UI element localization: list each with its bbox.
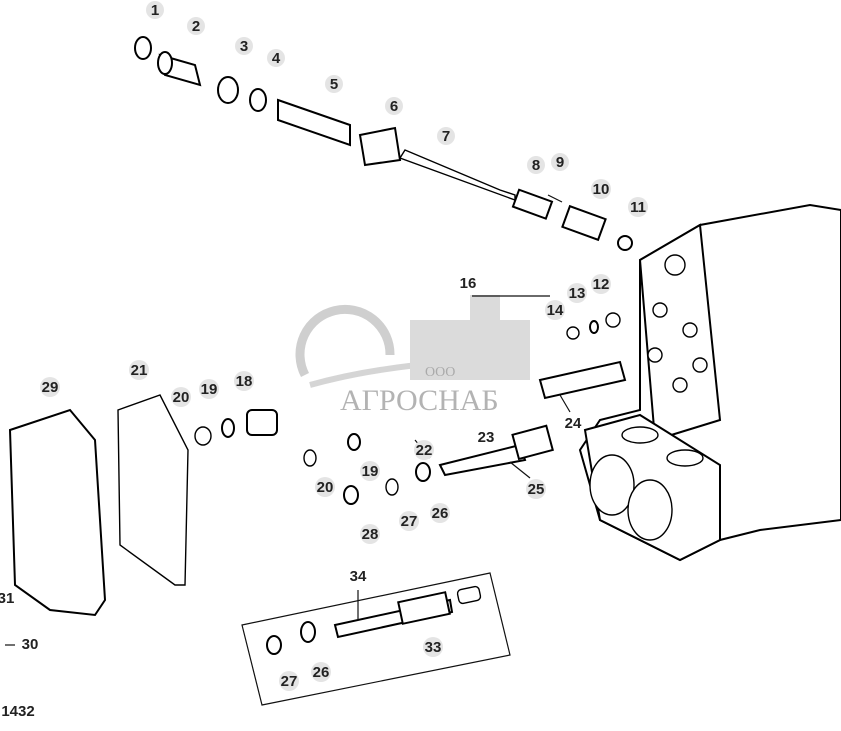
svg-text:33: 33 [425, 639, 442, 656]
middle-parts [194, 312, 627, 505]
svg-text:9: 9 [556, 154, 564, 171]
callout-7: 7 [437, 127, 455, 145]
svg-text:26: 26 [432, 505, 449, 522]
svg-text:34: 34 [350, 568, 367, 585]
callout-30: 30 [22, 636, 39, 653]
callout-33: 33 [423, 637, 443, 657]
svg-text:24: 24 [565, 415, 582, 432]
svg-text:21: 21 [131, 362, 148, 379]
svg-text:16: 16 [460, 275, 477, 292]
svg-text:8: 8 [532, 157, 540, 174]
callout-26a: 26 [430, 503, 450, 523]
svg-text:12: 12 [593, 276, 610, 293]
callout-14: 14 [545, 300, 565, 320]
callout-5: 5 [325, 75, 343, 93]
callout-16: 16 [460, 275, 477, 292]
svg-text:22: 22 [416, 442, 433, 459]
svg-text:20: 20 [317, 479, 334, 496]
callout-19b: 19 [360, 461, 380, 481]
callout-27a: 27 [399, 511, 419, 531]
callout-29: 29 [40, 377, 60, 397]
callout-9: 9 [551, 153, 569, 171]
callout-20a: 20 [171, 387, 191, 407]
watermark-prefix: ООО [425, 365, 455, 380]
callout-28: 28 [360, 524, 380, 544]
callout-13: 13 [567, 283, 587, 303]
callout-20b: 20 [315, 477, 335, 497]
callout-6: 6 [385, 97, 403, 115]
callout-23: 23 [478, 429, 495, 446]
svg-text:2: 2 [192, 18, 200, 35]
svg-text:27: 27 [281, 673, 298, 690]
cover-plate [8, 408, 107, 617]
svg-text:26: 26 [313, 664, 330, 681]
callout-19a: 19 [199, 379, 219, 399]
top-parts [134, 36, 633, 251]
svg-text:14: 14 [547, 302, 564, 319]
svg-text:3: 3 [240, 38, 248, 55]
svg-text:5: 5 [330, 76, 338, 93]
callout-27b: 27 [279, 671, 299, 691]
svg-text:29: 29 [42, 379, 59, 396]
svg-text:13: 13 [569, 285, 586, 302]
callout-21: 21 [129, 360, 149, 380]
callout-10: 10 [591, 179, 611, 199]
svg-text:23: 23 [478, 429, 495, 446]
callout-34: 34 [350, 568, 367, 585]
valve-housing [578, 203, 841, 562]
svg-text:19: 19 [201, 381, 218, 398]
svg-text:6: 6 [390, 98, 398, 115]
callout-25: 25 [526, 479, 546, 499]
svg-text:11: 11 [630, 199, 646, 216]
callout-4: 4 [267, 49, 285, 67]
svg-text:7: 7 [442, 128, 450, 145]
svg-text:25: 25 [528, 481, 545, 498]
callout-1: 1 [146, 1, 164, 19]
callout-8: 8 [527, 156, 545, 174]
gasket [117, 394, 189, 586]
svg-text:27: 27 [401, 513, 418, 530]
svg-text:18: 18 [236, 373, 253, 390]
spool-kit [241, 572, 511, 706]
callout-3: 3 [235, 37, 253, 55]
svg-text:4: 4 [272, 50, 281, 67]
svg-text:31: 31 [0, 590, 14, 607]
svg-text:1: 1 [151, 2, 159, 19]
callout-24: 24 [565, 415, 582, 432]
watermark-logo [295, 295, 530, 388]
svg-text:30: 30 [22, 636, 39, 653]
callout-31: 31 [0, 590, 14, 607]
callout-18: 18 [234, 371, 254, 391]
svg-text:20: 20 [173, 389, 190, 406]
watermark-name: АГРОСНАБ [340, 384, 499, 417]
callout-22: 22 [414, 440, 434, 460]
callout-26b: 26 [311, 662, 331, 682]
svg-text:10: 10 [593, 181, 610, 198]
callout-labels: 1 2 3 4 5 6 7 8 9 10 11 12 13 14 16 18 1… [0, 1, 648, 691]
svg-text:19: 19 [362, 463, 379, 480]
figure-id: 1432 [1, 703, 34, 720]
callout-2: 2 [187, 17, 205, 35]
svg-text:28: 28 [362, 526, 379, 543]
callout-12: 12 [591, 274, 611, 294]
callout-11: 11 [628, 197, 648, 217]
